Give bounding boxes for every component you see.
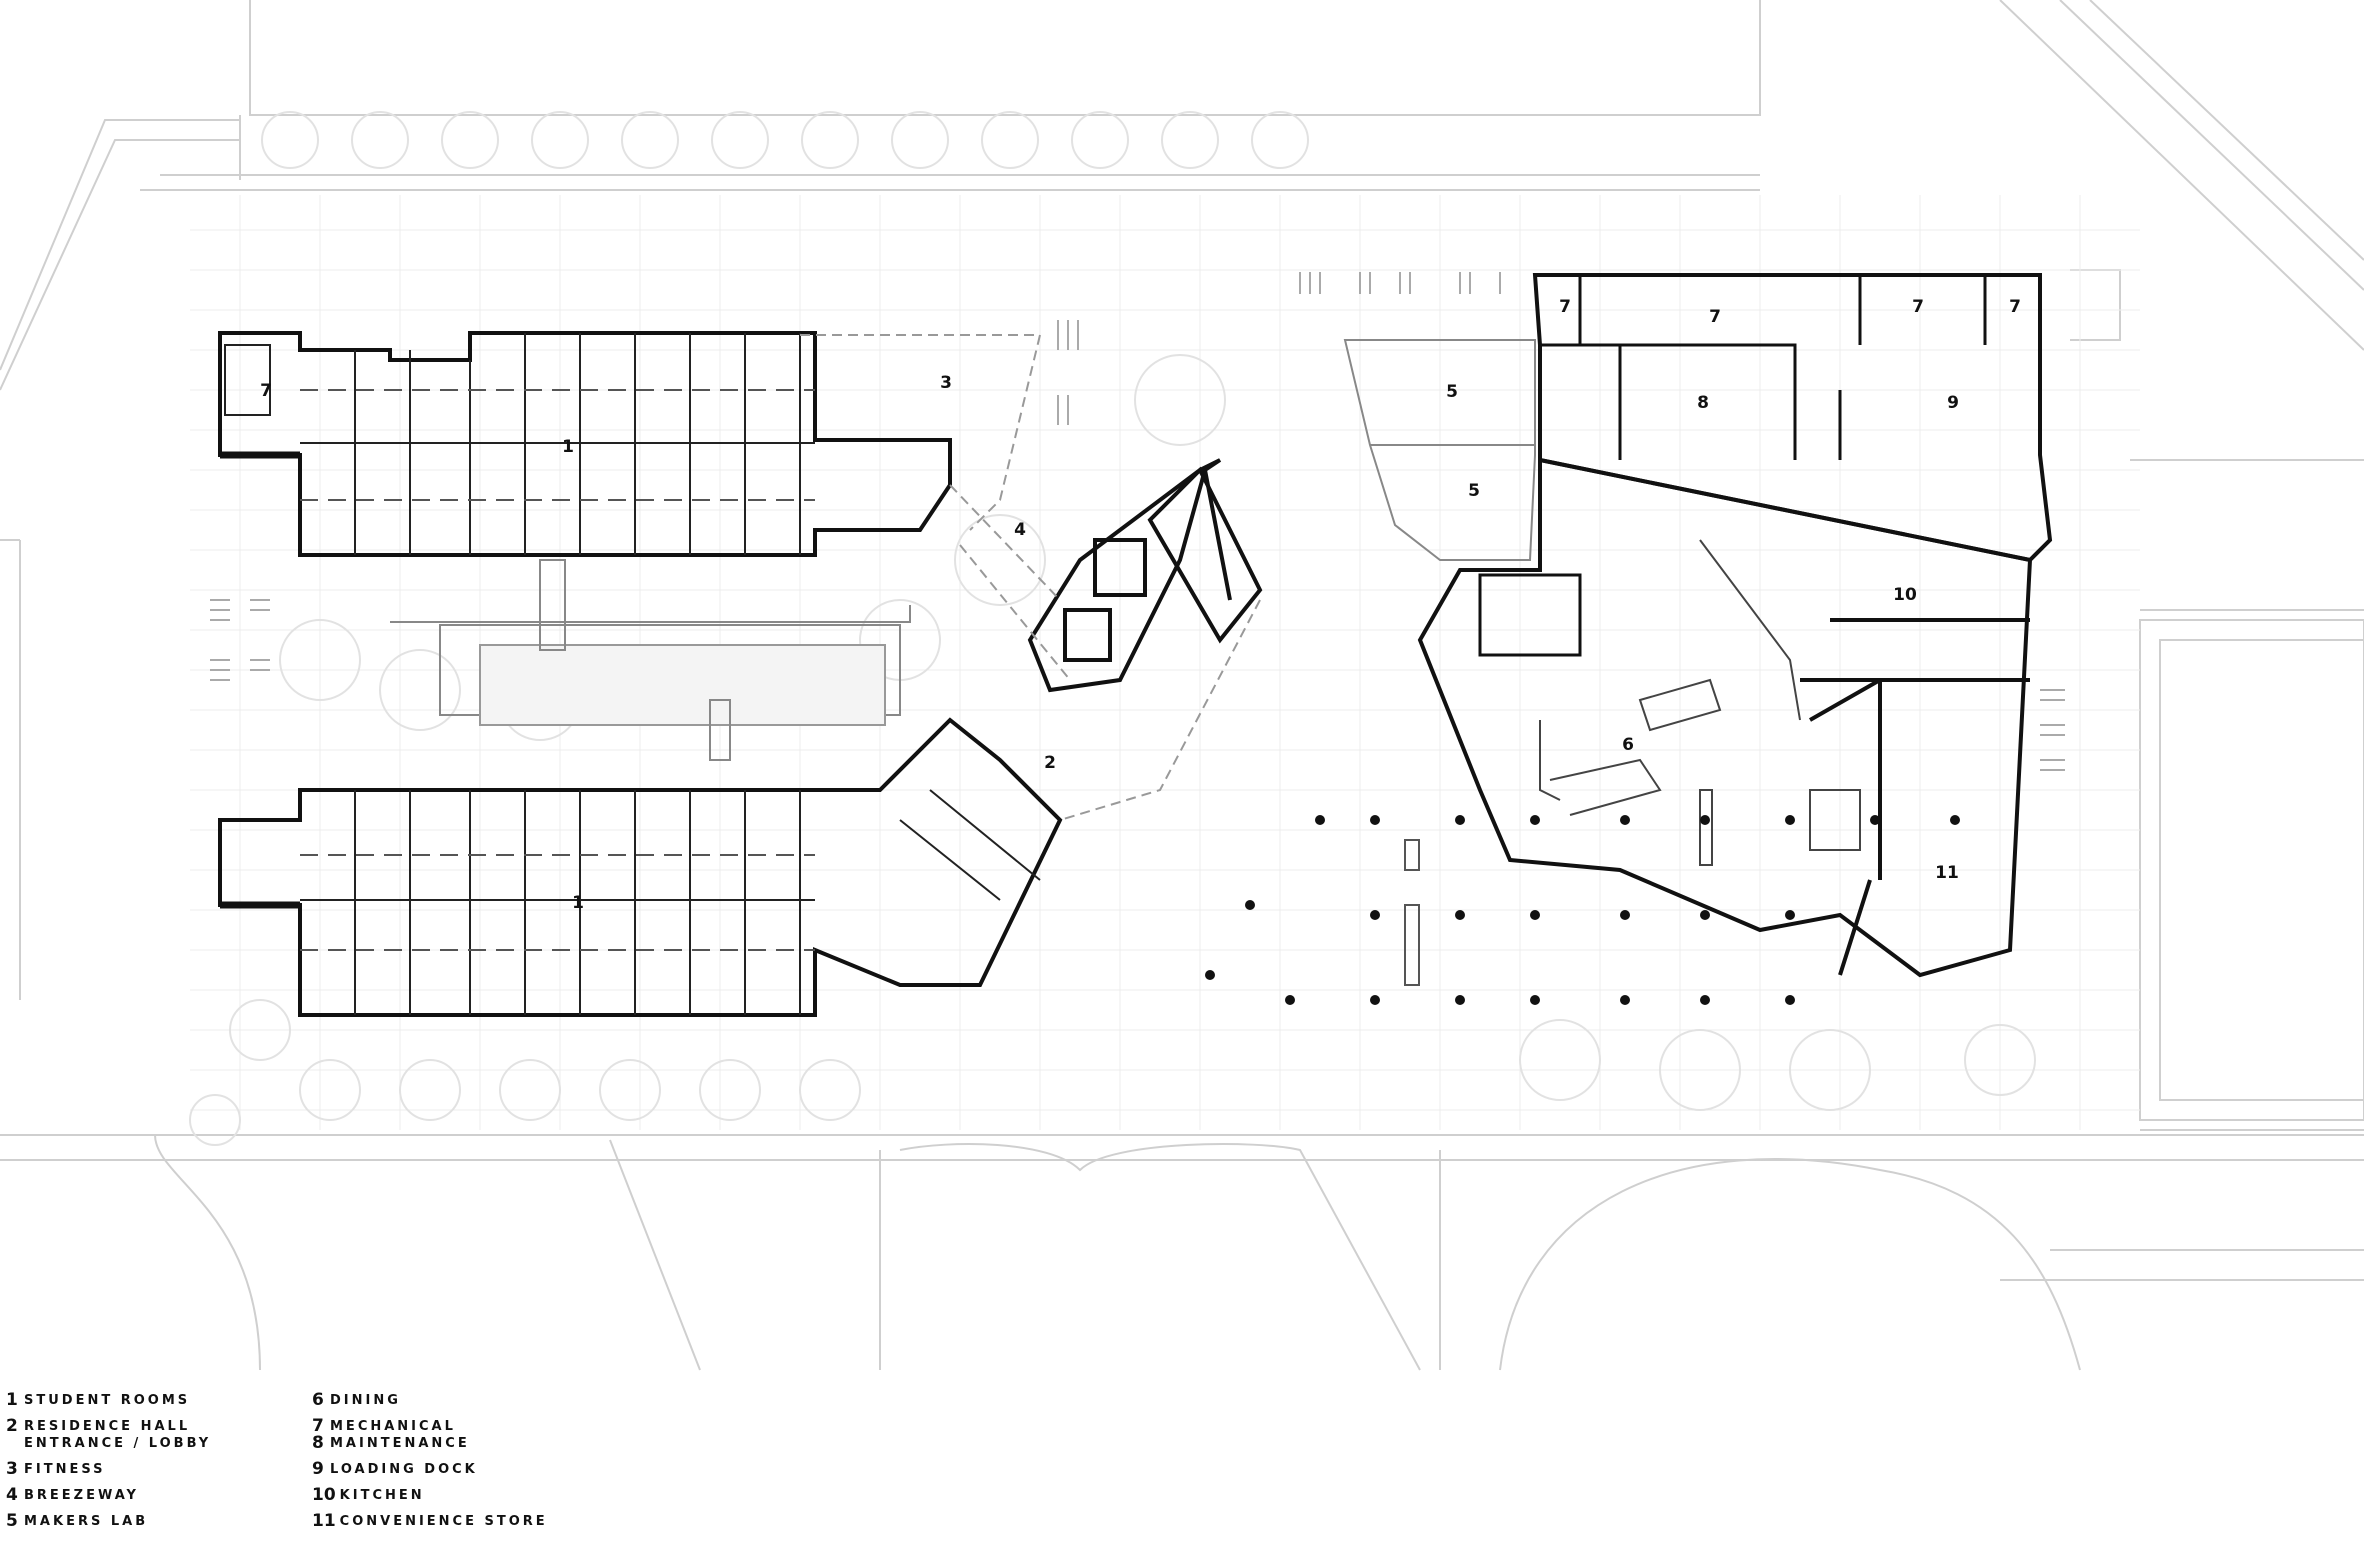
label-kitchen: 10 [1893, 585, 1917, 605]
lobby-core [1027, 458, 1263, 693]
legend-text: FITNESS [24, 1462, 106, 1477]
label-dining: 6 [1622, 735, 1634, 755]
label-mechanical-1: 7 [260, 381, 272, 401]
structural-columns[interactable] [1205, 815, 1960, 1005]
residence-rooms-north [224, 333, 815, 555]
legend-item-breezeway: 4 BREEZEWAY [6, 1487, 211, 1504]
legend-text: KITCHEN [339, 1488, 425, 1503]
legend-number: 7 [312, 1416, 324, 1436]
legend-text: MECHANICAL [330, 1419, 456, 1434]
label-fitness: 3 [940, 373, 952, 393]
legend-number: 11 [312, 1511, 336, 1531]
label-loading-dock: 9 [1947, 393, 1959, 413]
makers-lab-outline [1343, 339, 1536, 561]
legend-item-student-rooms: 1 STUDENT ROOMS [6, 1392, 211, 1409]
legend-item-maintenance: 8 MAINTENANCE [312, 1435, 548, 1452]
legend-item-residence-hall: 2 RESIDENCE HALL ENTRANCE / LOBBY [6, 1418, 211, 1452]
label-breezeway: 4 [1014, 520, 1026, 540]
legend-item-fitness: 3 FITNESS [6, 1461, 211, 1478]
dining-kitchen-store-block [1417, 457, 2033, 978]
label-mechanical-3: 7 [1709, 307, 1721, 327]
residence-rooms-south [300, 789, 1041, 1015]
legend-item-mechanical: 7 MECHANICAL [312, 1418, 548, 1435]
legend-text: BREEZEWAY [24, 1488, 139, 1503]
legend-text: DINING [330, 1393, 401, 1408]
legend-number: 5 [6, 1511, 18, 1531]
plaza-benches [1404, 839, 1420, 986]
service-block [1532, 273, 2053, 563]
label-makers-lab-1: 5 [1446, 382, 1458, 402]
label-student-rooms-south: 1 [572, 893, 584, 913]
legend-text: CONVENIENCE STORE [339, 1514, 548, 1529]
legend-text: MAINTENANCE [330, 1436, 470, 1451]
legend-column-1: 1 STUDENT ROOMS 2 RESIDENCE HALL ENTRANC… [6, 1392, 211, 1539]
label-convenience-store: 11 [1935, 863, 1959, 883]
legend-item-dining: 6 DINING [312, 1392, 548, 1409]
legend-text: LOADING DOCK [330, 1462, 478, 1477]
legend-text: MAKERS LAB [24, 1514, 149, 1529]
courtyard-water-feature [390, 559, 911, 761]
legend-number: 1 [6, 1390, 18, 1410]
label-mechanical-5: 7 [2009, 297, 2021, 317]
legend-number: 2 [6, 1416, 18, 1436]
site-context [0, 0, 2364, 1371]
landscape-trees [189, 111, 2036, 1146]
legend-number: 6 [312, 1390, 324, 1410]
label-makers-lab-2: 5 [1468, 481, 1480, 501]
legend-item-convenience-store: 11 CONVENIENCE STORE [312, 1513, 548, 1530]
label-student-rooms-north: 1 [562, 437, 574, 457]
residence-wing-south [218, 717, 1063, 1017]
legend-text: STUDENT ROOMS [24, 1393, 191, 1408]
label-residence-hall-entrance-lobby: 2 [1044, 753, 1056, 773]
breezeway-and-lobby-outline [800, 334, 1261, 821]
legend-text: RESIDENCE HALL ENTRANCE / LOBBY [24, 1419, 212, 1451]
site-floor-plan: 1 1 2 3 4 5 5 6 7 7 7 7 7 8 9 10 11 [0, 0, 2364, 1371]
legend-item-makers-lab: 5 MAKERS LAB [6, 1513, 211, 1530]
legend-column-2: 6 DINING 7 MECHANICAL 8 MAINTENANCE 9 LO… [312, 1392, 548, 1539]
dining-interior [1539, 539, 1861, 866]
label-mechanical-4: 7 [1912, 297, 1924, 317]
label-mechanical-2: 7 [1559, 297, 1571, 317]
legend-number: 8 [312, 1433, 324, 1453]
residence-wing-north [218, 331, 952, 557]
label-maintenance: 8 [1697, 393, 1709, 413]
room-labels: 1 1 2 3 4 5 5 6 7 7 7 7 7 8 9 10 11 [260, 297, 2021, 913]
legend-number: 4 [6, 1485, 18, 1505]
legend-item-loading-dock: 9 LOADING DOCK [312, 1461, 548, 1478]
legend-number: 3 [6, 1459, 18, 1479]
legend-number: 9 [312, 1459, 324, 1479]
legend-number: 10 [312, 1485, 336, 1505]
legend: 1 STUDENT ROOMS 2 RESIDENCE HALL ENTRANC… [0, 1392, 2364, 1542]
legend-item-kitchen: 10 KITCHEN [312, 1487, 548, 1504]
bike-racks [210, 272, 2065, 771]
